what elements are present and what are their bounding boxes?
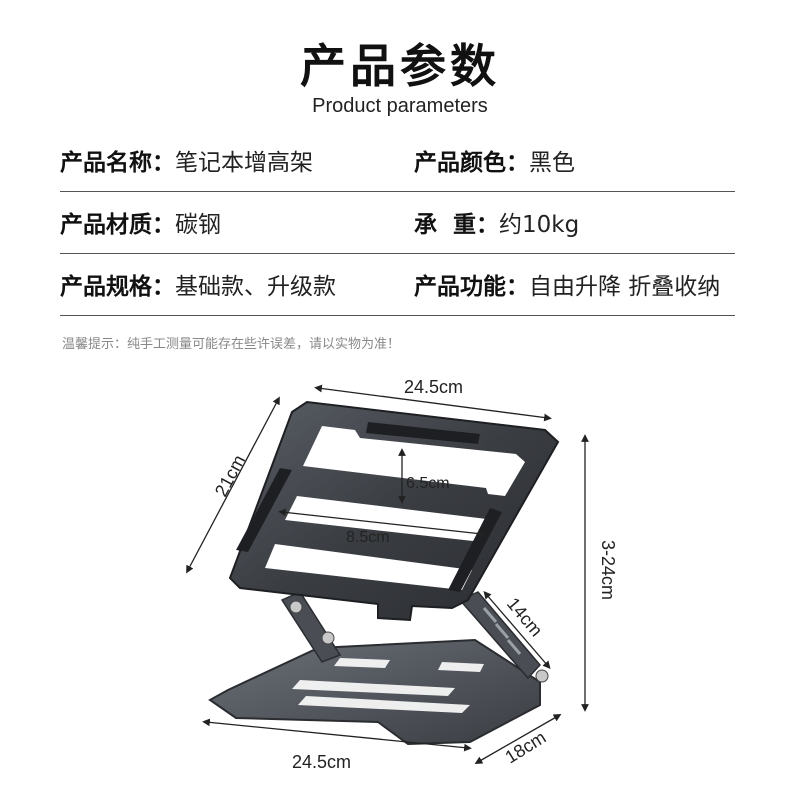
- spec-color: 产品颜色：黑色: [414, 143, 575, 177]
- dim-top-width-label: 24.5cm: [404, 377, 463, 397]
- stand-top-plate: [228, 400, 560, 622]
- page-title: 产品参数: [300, 39, 500, 93]
- spec-label: 承 重：: [414, 212, 500, 238]
- disclaimer-note: 温馨提示：纯手工测量可能存在些许误差，请以实物为准！: [62, 337, 401, 352]
- spec-value: 约10kg: [499, 212, 580, 238]
- dimension-lines: [186, 384, 589, 764]
- dim-base-width-label: 24.5cm: [292, 752, 351, 772]
- spec-row: 产品材质：碳钢 承 重：约10kg: [60, 191, 735, 254]
- dim-height-range-label: 3-24cm: [598, 540, 618, 600]
- spec-load: 承 重：约10kg: [414, 205, 579, 239]
- dim-base-depth-label: 18cm: [502, 727, 550, 767]
- spec-row: 产品名称：笔记本增高架 产品颜色：黑色: [60, 129, 735, 192]
- spec-value: 笔记本增高架: [175, 150, 313, 176]
- spec-model: 产品规格：基础款、升级款: [60, 267, 336, 301]
- spec-value: 碳钢: [175, 212, 221, 238]
- spec-label: 产品规格：: [60, 274, 175, 300]
- spec-value: 黑色: [529, 150, 575, 176]
- spec-material: 产品材质：碳钢: [60, 205, 221, 239]
- spec-label: 产品功能：: [414, 274, 529, 300]
- spec-label: 产品名称：: [60, 150, 175, 176]
- stand-base: [208, 638, 541, 746]
- page-subtitle: Product parameters: [312, 95, 488, 117]
- dim-slot-width-label: 8.5cm: [346, 529, 390, 546]
- spec-name: 产品名称：笔记本增高架: [60, 143, 313, 177]
- dim-top-depth-label: 21cm: [211, 452, 249, 500]
- dim-slot-height-label: 6.5cm: [406, 475, 450, 492]
- spec-label: 产品颜色：: [414, 150, 529, 176]
- spec-label: 产品材质：: [60, 212, 175, 238]
- spec-function: 产品功能：自由升降 折叠收纳: [414, 267, 720, 301]
- spec-value: 自由升降 折叠收纳: [529, 274, 721, 300]
- spec-value: 基础款、升级款: [175, 274, 336, 300]
- spec-row: 产品规格：基础款、升级款 产品功能：自由升降 折叠收纳: [60, 253, 735, 316]
